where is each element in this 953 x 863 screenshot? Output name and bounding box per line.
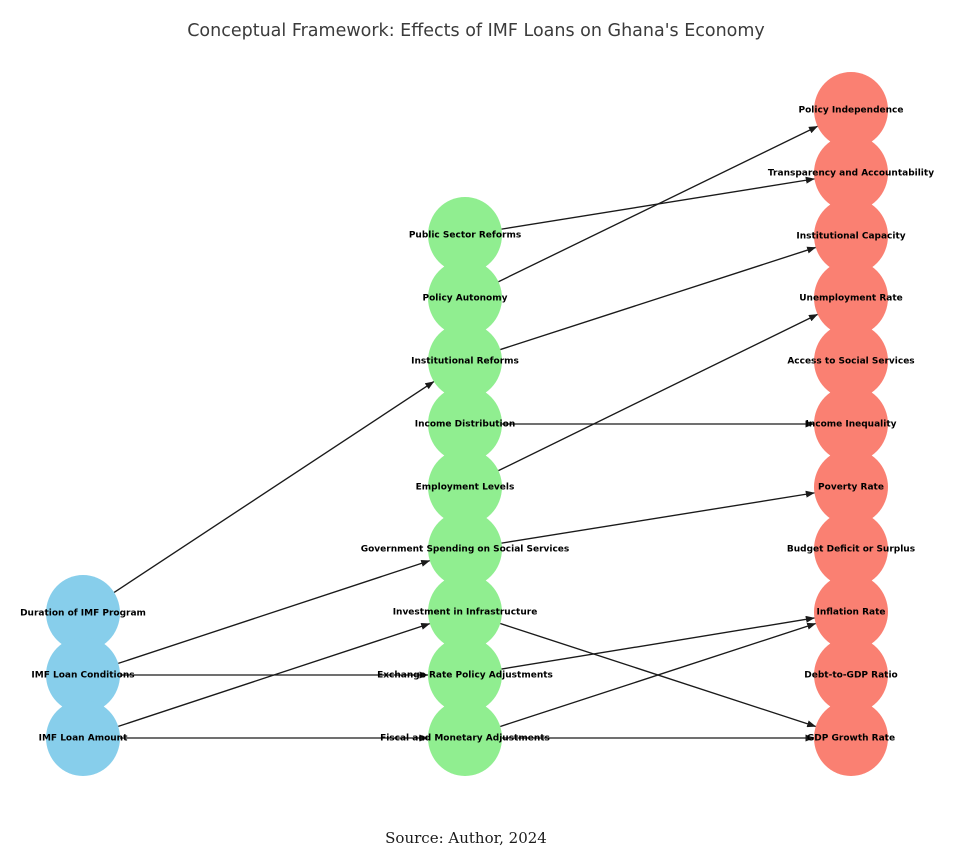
node-shape-fiscal_monetary[interactable] <box>428 700 502 776</box>
node-label-income_distribution: Income Distribution <box>415 420 515 430</box>
node-shape-inst_capacity[interactable] <box>814 198 888 274</box>
node-inst_capacity[interactable]: Institutional Capacity <box>796 198 906 274</box>
node-label-debt_gdp: Debt-to-GDP Ratio <box>804 671 897 681</box>
node-label-budget_deficit: Budget Deficit or Surplus <box>787 545 915 555</box>
node-shape-unemployment[interactable] <box>814 260 888 336</box>
node-label-conditions: IMF Loan Conditions <box>31 671 134 681</box>
node-shape-duration[interactable] <box>46 575 120 651</box>
node-label-transparency: Transparency and Accountability <box>768 169 934 179</box>
node-label-unemployment: Unemployment Rate <box>799 294 903 304</box>
node-policy_independence[interactable]: Policy Independence <box>799 72 904 148</box>
node-label-income_inequality: Income Inequality <box>805 420 896 430</box>
node-poverty_rate[interactable]: Poverty Rate <box>814 449 888 525</box>
node-gdp_growth[interactable]: GDP Growth Rate <box>807 700 895 776</box>
node-label-poverty_rate: Poverty Rate <box>818 483 884 493</box>
node-shape-investment_infra[interactable] <box>428 574 502 650</box>
node-shape-income_distribution[interactable] <box>428 386 502 462</box>
edge-duration-to-institutional_reforms <box>113 380 435 594</box>
node-shape-conditions[interactable] <box>46 637 120 713</box>
node-shape-amount[interactable] <box>46 700 120 776</box>
node-shape-poverty_rate[interactable] <box>814 449 888 525</box>
node-label-investment_infra: Investment in Infrastructure <box>393 608 538 618</box>
node-label-employment_levels: Employment Levels <box>416 483 515 493</box>
node-institutional_reforms[interactable]: Institutional Reforms <box>411 323 519 399</box>
node-label-gdp_growth: GDP Growth Rate <box>807 734 895 744</box>
node-access_social[interactable]: Access to Social Services <box>787 323 915 399</box>
node-shape-budget_deficit[interactable] <box>814 511 888 587</box>
node-amount[interactable]: IMF Loan Amount <box>39 700 128 776</box>
node-label-inflation_rate: Inflation Rate <box>816 608 885 618</box>
node-exchange_rate[interactable]: Exchange Rate Policy Adjustments <box>377 637 553 713</box>
node-budget_deficit[interactable]: Budget Deficit or Surplus <box>787 511 915 587</box>
node-unemployment[interactable]: Unemployment Rate <box>799 260 903 336</box>
node-public_sector[interactable]: Public Sector Reforms <box>409 197 521 273</box>
page-title: Conceptual Framework: Effects of IMF Loa… <box>187 21 765 41</box>
edge-fiscal_monetary-to-inflation_rate <box>500 622 817 728</box>
edge-gov_spending-to-poverty_rate <box>501 490 815 544</box>
node-transparency[interactable]: Transparency and Accountability <box>768 135 934 211</box>
node-label-exchange_rate: Exchange Rate Policy Adjustments <box>377 671 553 681</box>
edge-conditions-to-gov_spending <box>118 559 431 665</box>
node-shape-inflation_rate[interactable] <box>814 574 888 650</box>
node-shape-public_sector[interactable] <box>428 197 502 273</box>
node-shape-debt_gdp[interactable] <box>814 637 888 713</box>
edges-layer <box>113 125 818 742</box>
node-shape-policy_independence[interactable] <box>814 72 888 148</box>
node-investment_infra[interactable]: Investment in Infrastructure <box>393 574 538 650</box>
node-shape-gdp_growth[interactable] <box>814 700 888 776</box>
node-shape-access_social[interactable] <box>814 323 888 399</box>
node-employment_levels[interactable]: Employment Levels <box>416 449 515 525</box>
node-debt_gdp[interactable]: Debt-to-GDP Ratio <box>804 637 898 713</box>
edge-amount-to-investment_infra <box>118 622 431 728</box>
node-shape-transparency[interactable] <box>814 135 888 211</box>
node-policy_autonomy[interactable]: Policy Autonomy <box>423 260 508 336</box>
node-label-inst_capacity: Institutional Capacity <box>796 232 905 242</box>
node-shape-institutional_reforms[interactable] <box>428 323 502 399</box>
node-label-fiscal_monetary: Fiscal and Monetary Adjustments <box>380 734 550 744</box>
node-label-policy_autonomy: Policy Autonomy <box>423 294 508 304</box>
node-income_inequality[interactable]: Income Inequality <box>805 386 897 462</box>
node-label-public_sector: Public Sector Reforms <box>409 231 521 241</box>
node-shape-exchange_rate[interactable] <box>428 637 502 713</box>
edge-exchange_rate-to-inflation_rate <box>501 615 815 670</box>
edge-institutional_reforms-to-inst_capacity <box>500 246 817 351</box>
node-label-institutional_reforms: Institutional Reforms <box>411 357 519 367</box>
node-shape-income_inequality[interactable] <box>814 386 888 462</box>
node-shape-policy_autonomy[interactable] <box>428 260 502 336</box>
source-caption: Source: Author, 2024 <box>385 829 547 847</box>
node-gov_spending[interactable]: Government Spending on Social Services <box>361 511 570 587</box>
node-duration[interactable]: Duration of IMF Program <box>20 575 146 651</box>
node-shape-employment_levels[interactable] <box>428 449 502 525</box>
node-shape-gov_spending[interactable] <box>428 511 502 587</box>
node-label-amount: IMF Loan Amount <box>39 734 128 744</box>
node-label-duration: Duration of IMF Program <box>20 609 146 619</box>
node-inflation_rate[interactable]: Inflation Rate <box>814 574 888 650</box>
node-label-gov_spending: Government Spending on Social Services <box>361 545 570 555</box>
edge-policy_autonomy-to-policy_independence <box>498 125 818 283</box>
node-conditions[interactable]: IMF Loan Conditions <box>31 637 135 713</box>
node-label-access_social: Access to Social Services <box>787 357 914 367</box>
node-fiscal_monetary[interactable]: Fiscal and Monetary Adjustments <box>380 700 550 776</box>
node-income_distribution[interactable]: Income Distribution <box>415 386 515 462</box>
node-label-policy_independence: Policy Independence <box>799 106 904 116</box>
edge-employment_levels-to-unemployment <box>498 313 818 472</box>
